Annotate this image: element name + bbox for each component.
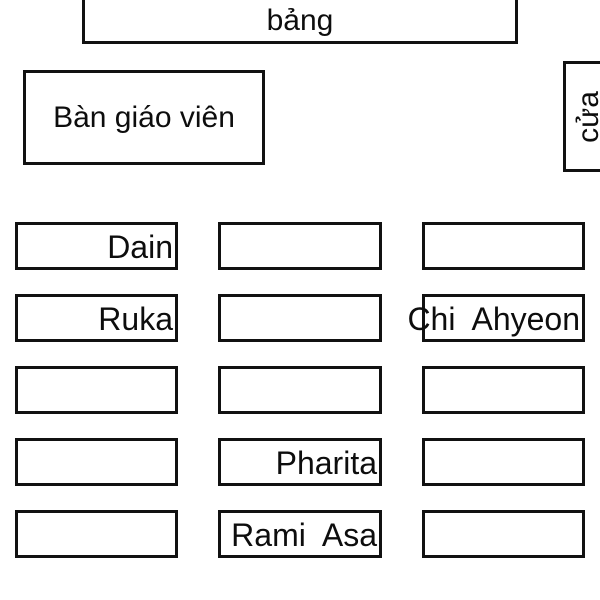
desk-r2c3[interactable]: Chi Ahyeon <box>407 294 585 342</box>
door-label: cửa <box>572 90 600 143</box>
desk-r1c2[interactable] <box>218 222 382 270</box>
desk-label: Pharita <box>275 445 377 481</box>
desk-r4c1[interactable] <box>15 438 178 486</box>
desk-r2c2[interactable] <box>218 294 382 342</box>
desk-label: Dain <box>107 229 173 265</box>
teacher-desk-label: Bàn giáo viên <box>53 100 235 134</box>
desk-r5c2[interactable]: Rami Asa <box>218 510 382 558</box>
desk-r1c1[interactable]: Dain <box>15 222 178 270</box>
teacher-desk-box[interactable]: Bàn giáo viên <box>23 70 265 165</box>
desk-r5c3[interactable] <box>422 510 585 558</box>
desk-r4c2[interactable]: Pharita <box>218 438 382 486</box>
desk-r3c1[interactable] <box>15 366 178 414</box>
desk-r3c2[interactable] <box>218 366 382 414</box>
desk-r5c1[interactable] <box>15 510 178 558</box>
board-label: bảng <box>266 4 334 37</box>
board-box[interactable]: bảng <box>82 0 518 44</box>
desk-label: Chi Ahyeon <box>407 301 580 337</box>
desk-label: Ruka <box>98 301 173 337</box>
desk-r2c1[interactable]: Ruka <box>15 294 178 342</box>
door-box[interactable]: cửa <box>563 61 600 172</box>
desk-r4c3[interactable] <box>422 438 585 486</box>
desk-label: Rami Asa <box>231 517 377 553</box>
desk-r3c3[interactable] <box>422 366 585 414</box>
desk-r1c3[interactable] <box>422 222 585 270</box>
